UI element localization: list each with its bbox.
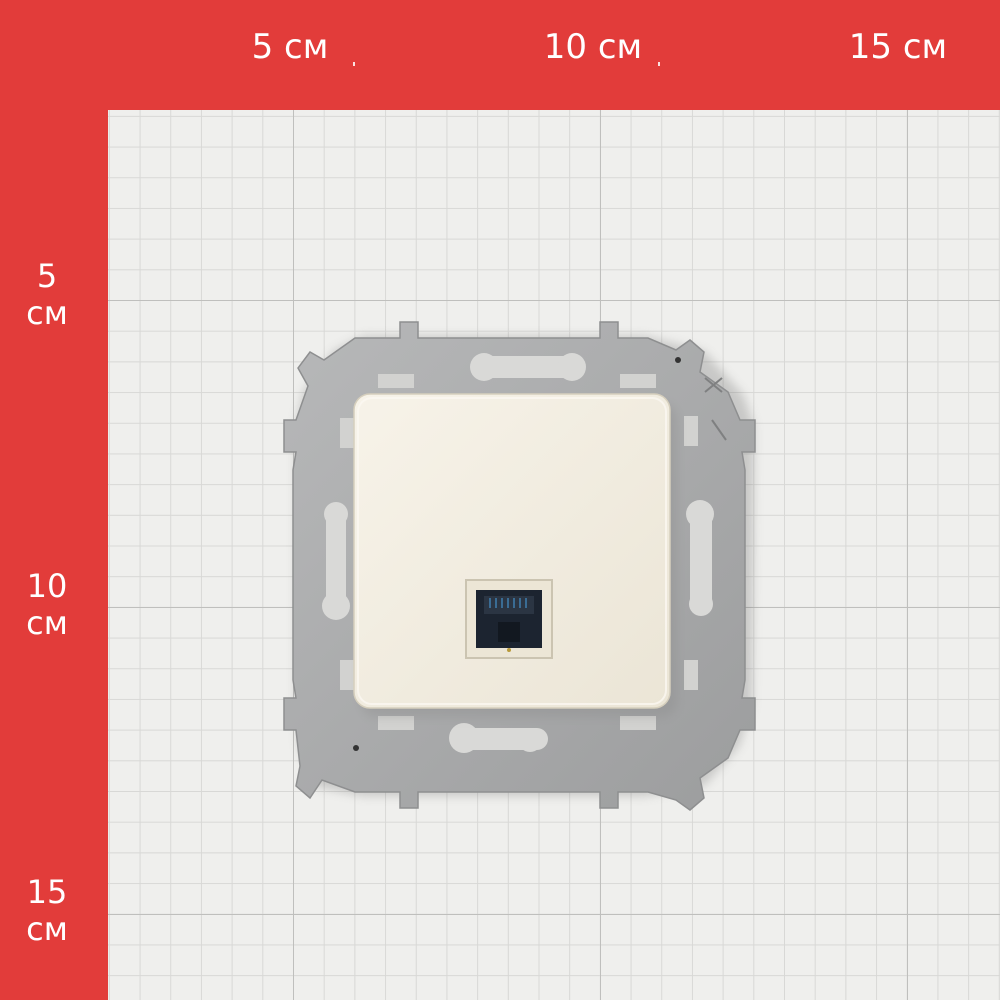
ruler-top-label-15: 15 см	[848, 27, 948, 67]
ruler-left-unit: см	[26, 603, 68, 642]
ruler-top-label-10: 10 см	[543, 27, 643, 67]
ruler-left-label-15: 15 см	[8, 874, 86, 948]
frame-window	[378, 716, 414, 730]
emboss-mark	[704, 377, 723, 393]
ruler-left-unit: см	[26, 909, 68, 948]
frame-window	[340, 660, 354, 690]
screw-dot	[675, 357, 681, 363]
screw-dot	[353, 745, 359, 751]
jack-contacts	[489, 598, 527, 608]
frame-window	[620, 716, 656, 730]
frame-window	[684, 416, 698, 446]
ruler-left-number: 5	[36, 257, 58, 295]
emboss-mark	[711, 419, 727, 441]
rj45-jack	[465, 579, 553, 659]
keyhole-slot-bottom	[449, 723, 548, 753]
cover-plate	[353, 393, 671, 709]
keyhole-slot-left	[322, 502, 350, 620]
frame-window	[684, 660, 698, 690]
ruler-top-label-5: 5 см	[251, 27, 329, 67]
frame-window	[340, 418, 354, 448]
ruler-left-number: 15	[26, 873, 68, 911]
keyhole-slot-top	[470, 353, 586, 381]
ruler-left-unit: см	[26, 293, 68, 332]
ruler-left-number: 10	[26, 567, 68, 605]
ruler-tick	[353, 62, 355, 66]
frame-window	[620, 374, 656, 388]
ruler-left-label-10: 10 см	[8, 568, 86, 642]
ruler-tick	[658, 62, 660, 66]
frame-window	[378, 374, 414, 388]
keyhole-slot-right	[686, 500, 714, 616]
ruler-left-label-5: 5 см	[8, 258, 86, 332]
